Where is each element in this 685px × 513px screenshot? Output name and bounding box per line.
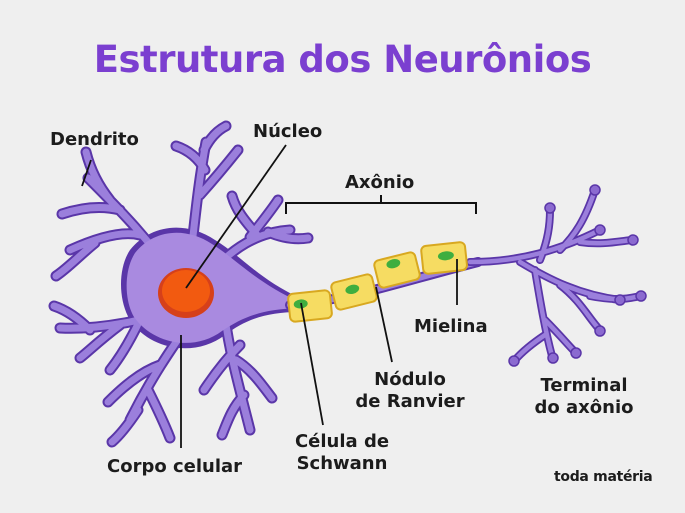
brand-logo-text: toda matéria (554, 469, 653, 485)
axon-terminal-bulbs (508, 184, 647, 367)
nucleus (158, 268, 214, 318)
leader-lines (81, 144, 458, 448)
leader-celula (300, 302, 324, 426)
label-nodulo-de-ranvier: Nódulo de Ranvier (352, 369, 468, 413)
label-celula-line-1: Célula de (294, 431, 390, 452)
leader-nodulo (375, 286, 393, 363)
leader-nucleo (185, 144, 287, 289)
label-nodulo-line-2: de Ranvier (355, 391, 465, 412)
leader-dendrito (81, 159, 92, 187)
label-mielina: Mielina (414, 316, 488, 337)
label-axonio: Axônio (345, 172, 415, 193)
label-dendrito: Dendrito (50, 129, 139, 150)
label-celula-de-schwann: Célula de Schwann (284, 431, 400, 475)
label-terminal-line-2: do axônio (534, 397, 634, 418)
myelin-sheaths (287, 241, 468, 323)
label-terminal-do-axonio: Terminal do axônio (524, 375, 644, 419)
page-title: Estrutura dos Neurônios (93, 38, 592, 81)
label-terminal-line-1: Terminal (540, 375, 628, 396)
axon-bracket (285, 195, 477, 214)
label-celula-line-2: Schwann (296, 453, 388, 474)
axon-terminal-outline (466, 186, 644, 364)
label-corpo-celular: Corpo celular (107, 456, 243, 477)
label-nodulo-line-1: Nódulo (374, 369, 446, 390)
dendrites-fill (50, 122, 312, 446)
label-nucleo: Núcleo (253, 121, 323, 142)
